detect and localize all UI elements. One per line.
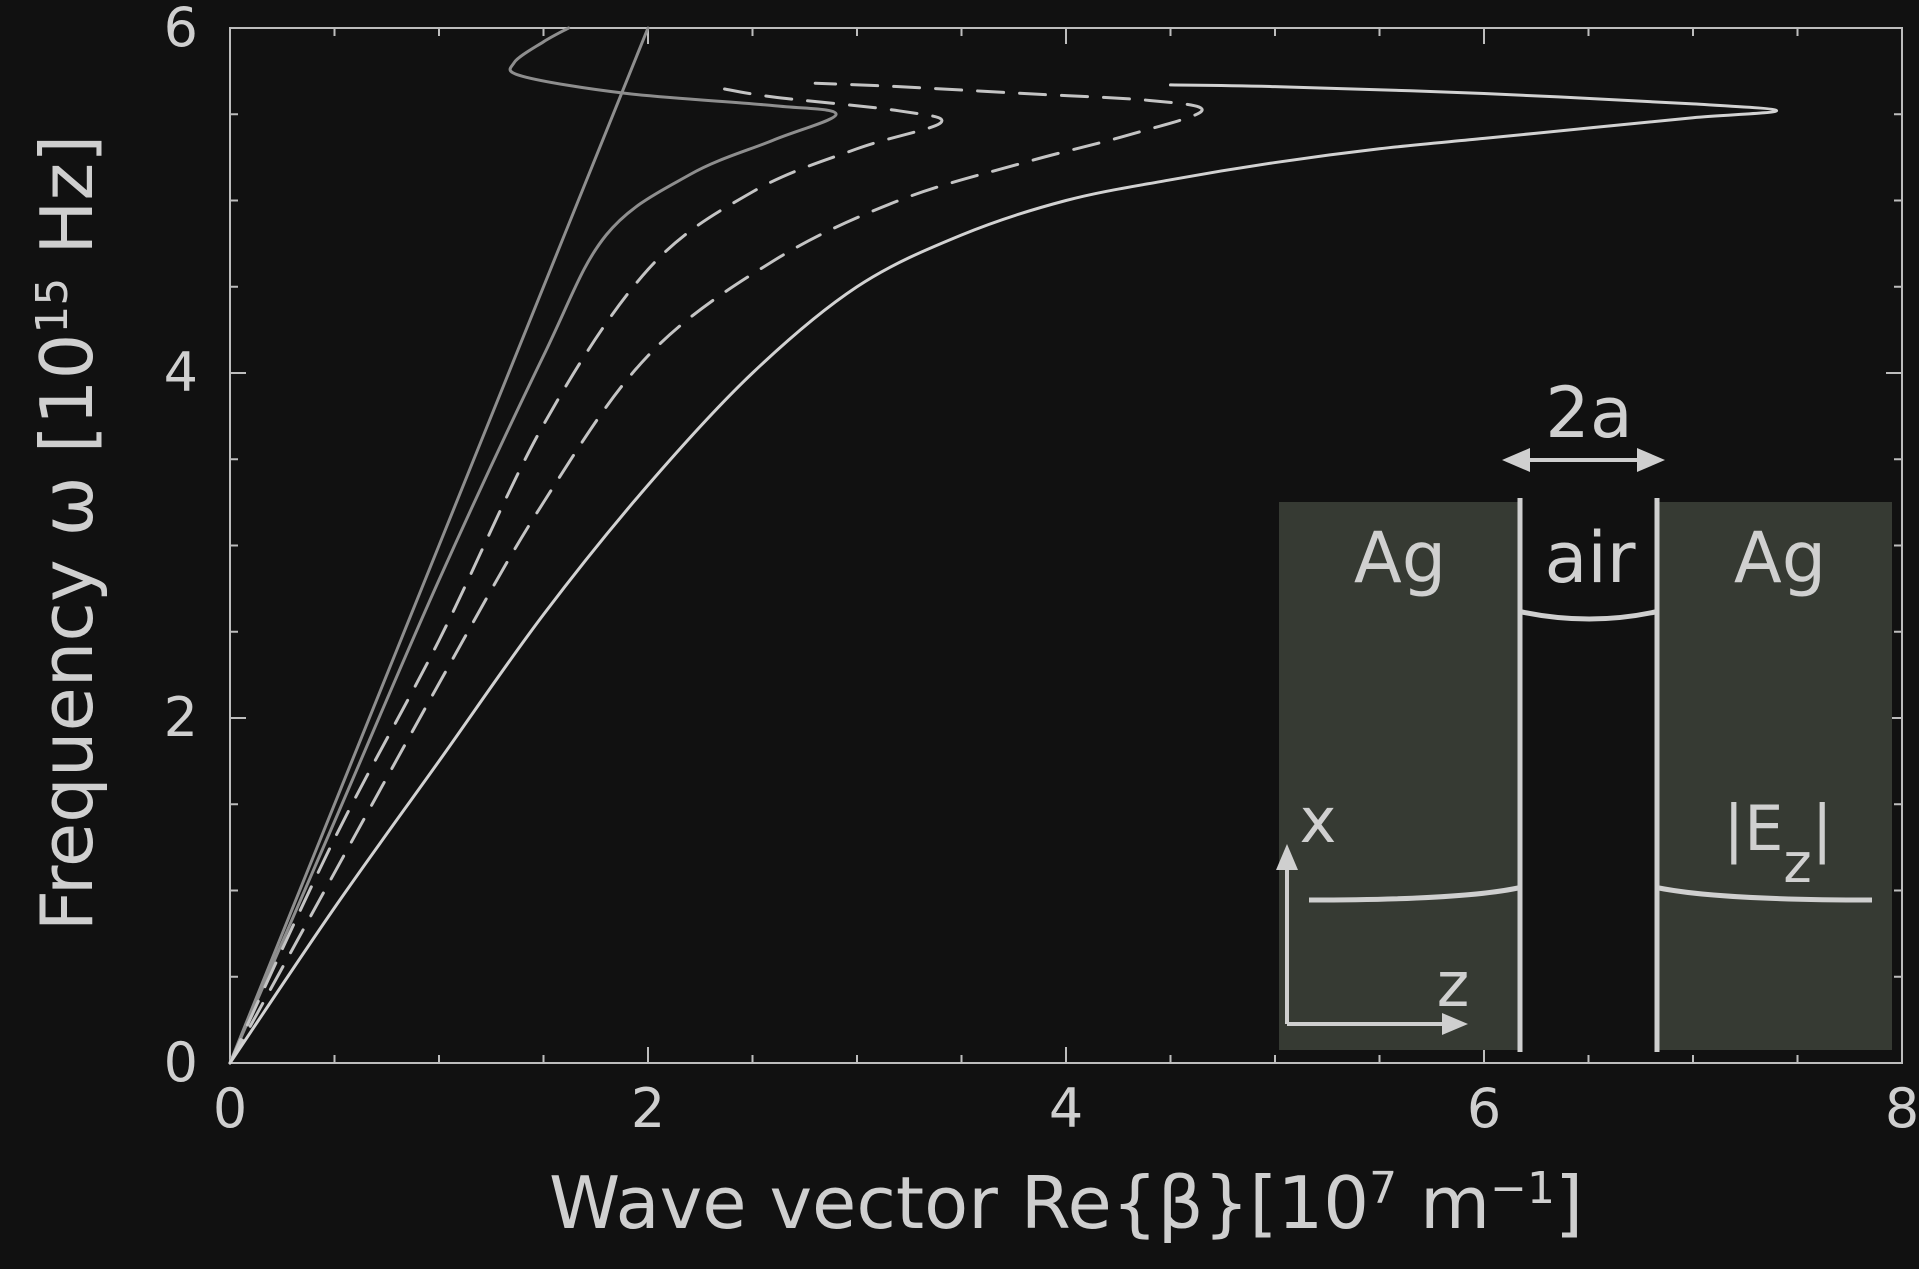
x-tick-label: 8 [1885,1077,1919,1140]
left-metal-label: Ag [1354,517,1446,599]
y-tick-label: 2 [164,686,198,749]
series-line-4 [228,81,1204,1065]
gap-width-arrowhead-right [1637,448,1665,472]
field-profile-gap [1521,609,1656,622]
inset-x-arrowhead [1276,844,1298,870]
series-line-5 [228,83,1779,1065]
x-tick-label: 0 [213,1077,247,1140]
y-axis-label: Frequency ω [1015 Hz] [25,135,109,932]
y-tick-label: 6 [164,0,198,59]
inset-z-axis-label: z [1437,948,1470,1021]
right-metal-label: Ag [1734,517,1826,599]
field-profile-right [1658,885,1873,903]
x-tick-label: 4 [1049,1077,1083,1140]
waveguide-inset: 2a Ag air Ag z x |Ez| [1276,372,1892,1052]
field-profile-left [1308,885,1519,903]
inset-z-arrowhead [1442,1013,1468,1035]
series-layer [228,26,1779,1065]
gap-width-arrowhead-left [1502,448,1530,472]
series-line-2 [228,26,838,1065]
left-metal-region [1279,502,1520,1050]
x-tick-label: 2 [631,1077,665,1140]
gap-width-label: 2a [1545,372,1632,454]
inset-x-axis-label: x [1300,784,1337,857]
x-axis-ticks: 0 2 4 6 8 [213,28,1919,1140]
series-line-3 [228,86,944,1065]
series-line-1 [228,26,650,1065]
y-tick-label: 0 [164,1031,198,1094]
y-axis-ticks: 0 2 4 6 [164,0,1902,1094]
y-tick-label: 4 [164,341,198,404]
x-axis-label: Wave vector Re{β}[107 m−1] [549,1161,1583,1245]
right-metal-region [1657,502,1892,1050]
gap-medium-label: air [1544,517,1635,599]
x-tick-label: 6 [1467,1077,1501,1140]
field-magnitude-label: |Ez| [1723,792,1832,895]
